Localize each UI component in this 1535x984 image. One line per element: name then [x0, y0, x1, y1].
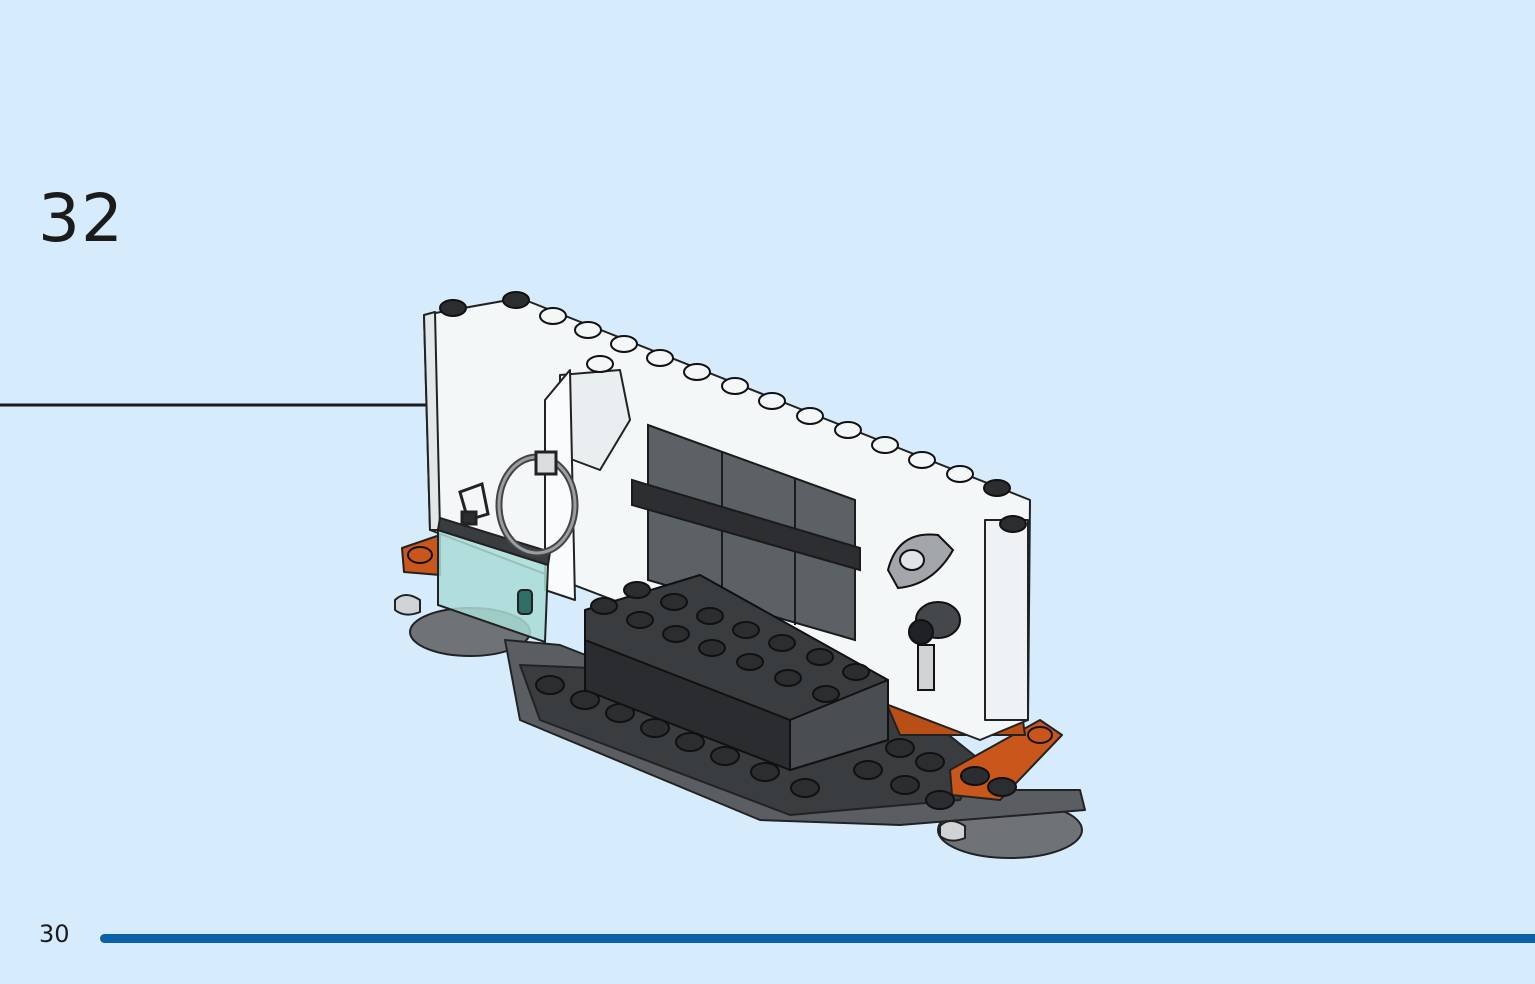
top-studs: [439, 291, 1027, 533]
page-number: 30: [39, 920, 70, 948]
step-number: 32: [38, 180, 124, 257]
dark-brick: [584, 574, 889, 771]
hose-fitting: [886, 533, 961, 691]
brick-studs: [590, 581, 870, 703]
base-studs: [407, 546, 1053, 810]
teal-panel: [436, 516, 552, 644]
progress-bar-fill: [100, 934, 1535, 943]
progress-bar: [100, 934, 1535, 943]
ring-and-tap: [458, 450, 579, 557]
